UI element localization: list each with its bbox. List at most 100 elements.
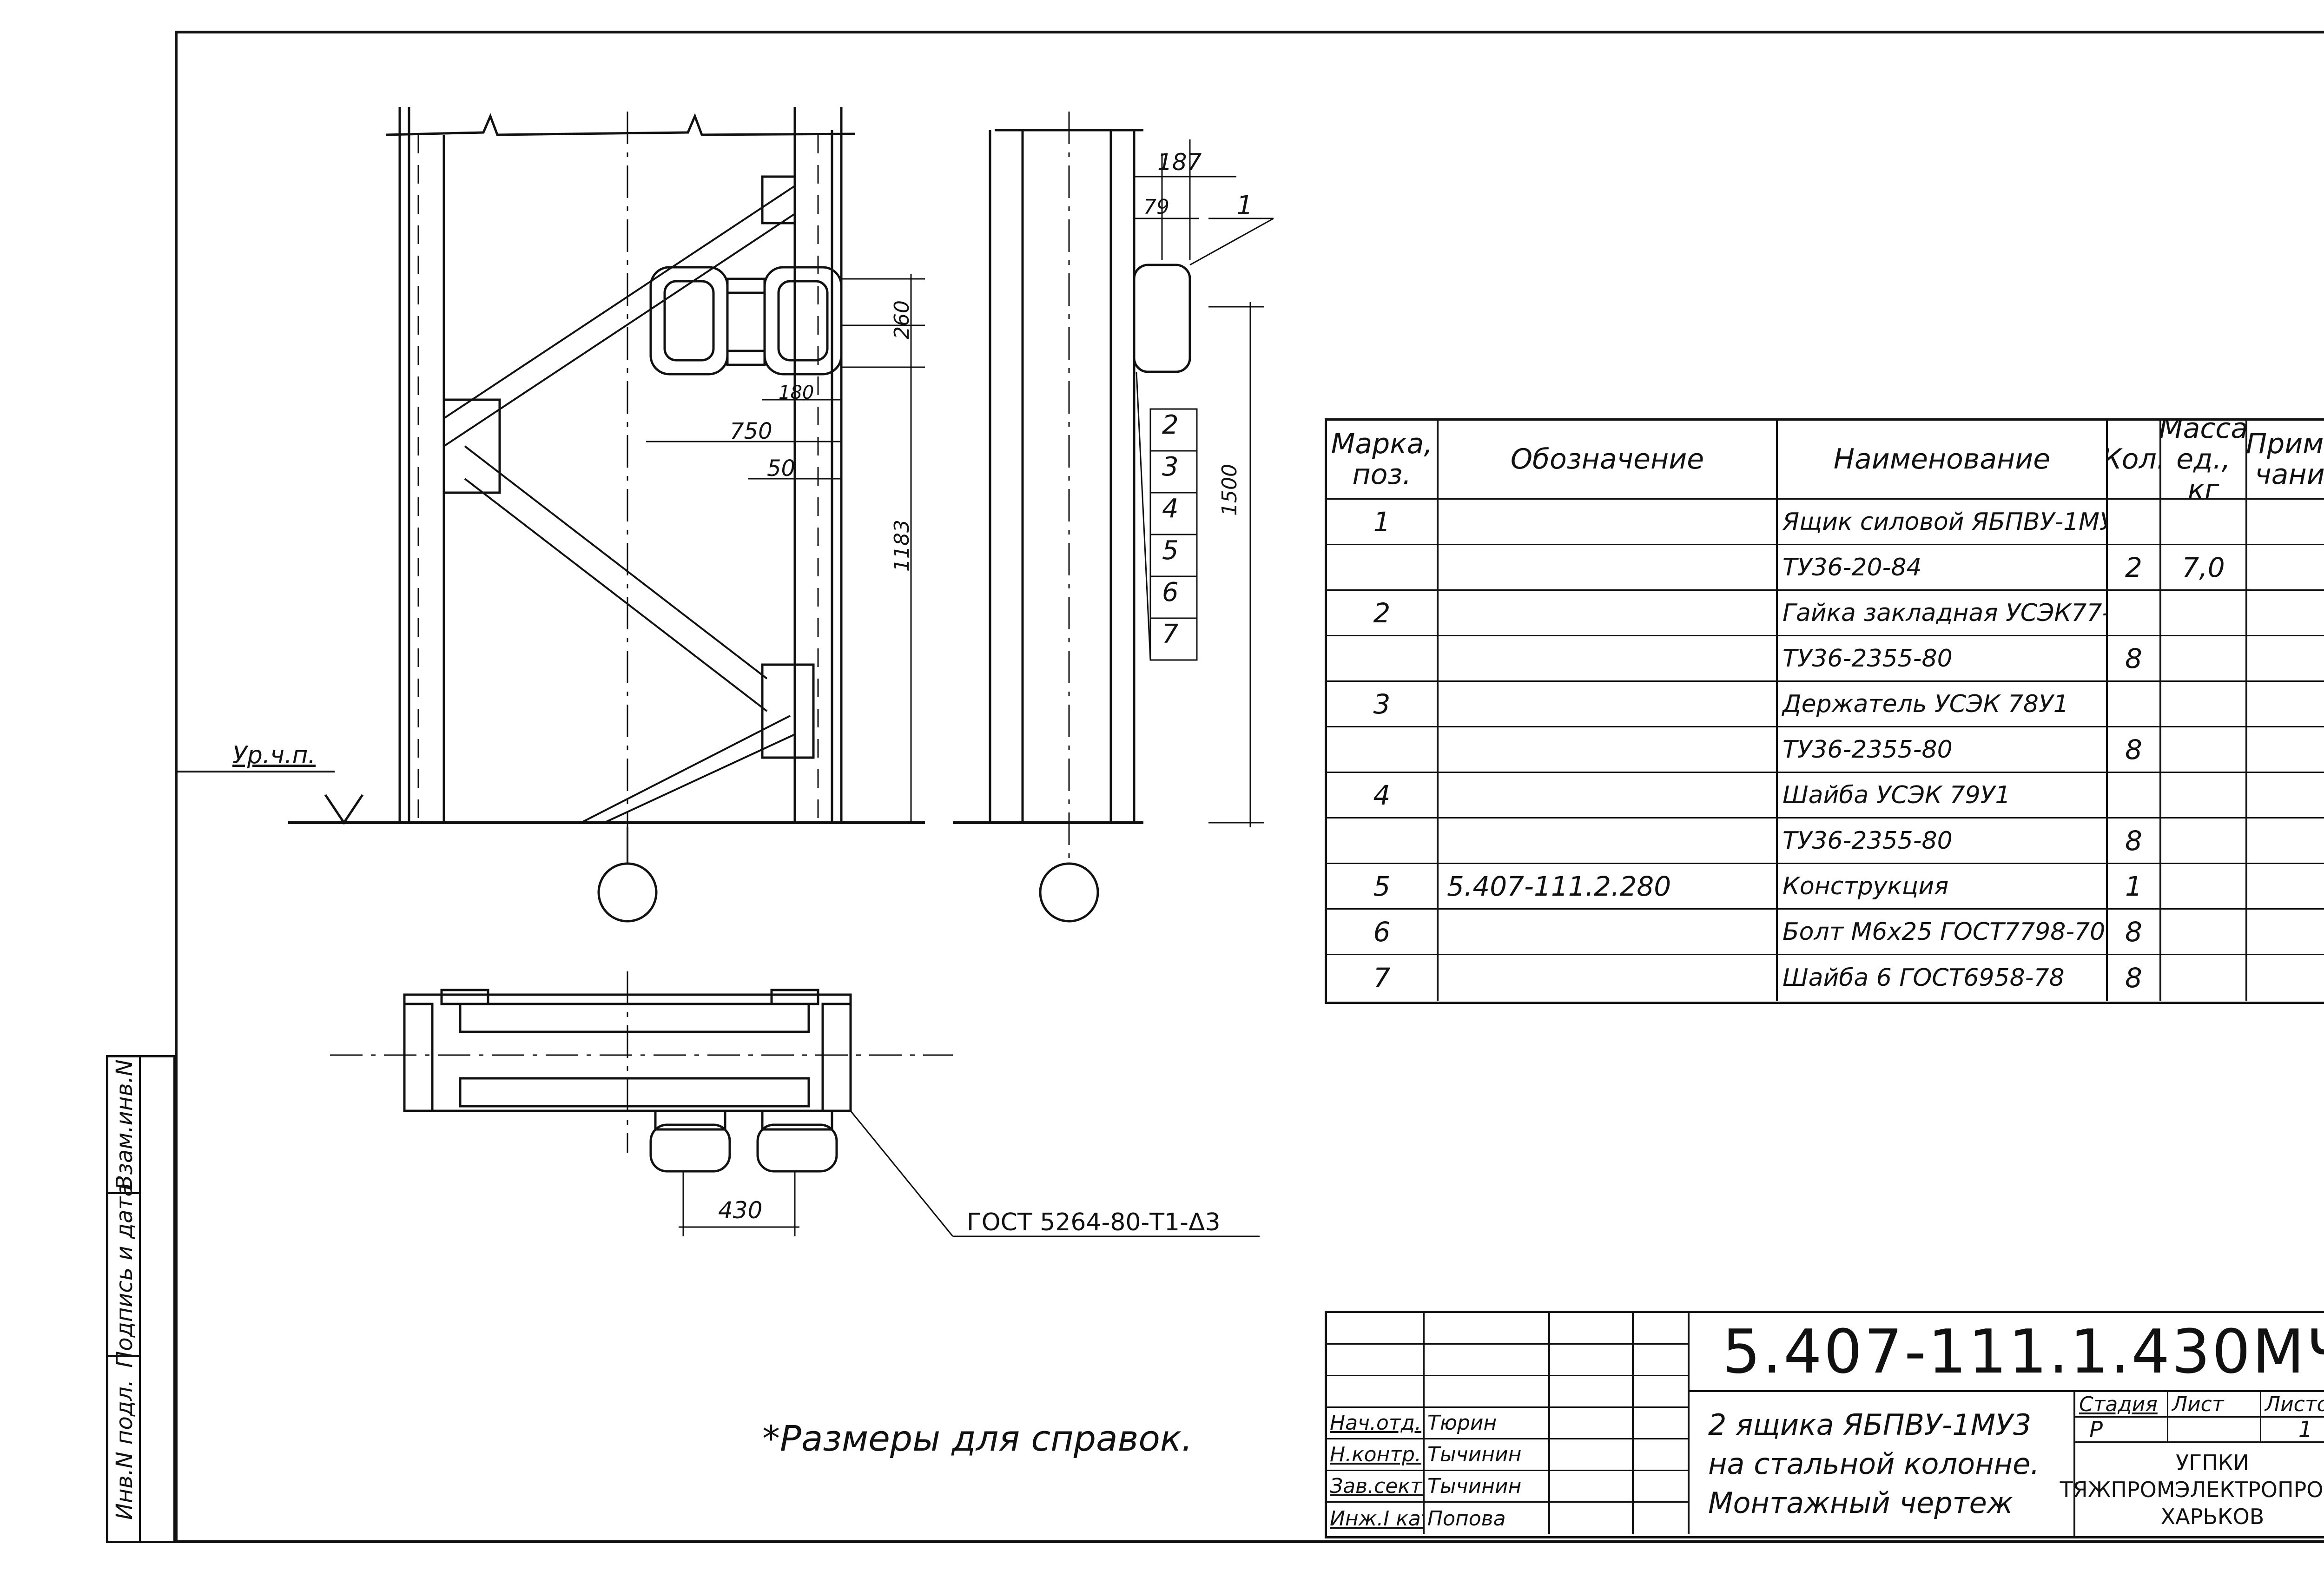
- sheet-header: Лист: [2168, 1392, 2261, 1418]
- spec-cell-name: Шайба 6 ГОСТ6958-78: [1778, 955, 2108, 1001]
- spec-cell-note: [2247, 636, 2324, 682]
- description-line: на стальной колонне.: [1708, 1447, 2040, 1481]
- spec-cell-designation: [1439, 500, 1778, 545]
- organization: УГПКИТЯЖПРОМЭЛЕКТРОПРОЕКТХАРЬКОВ: [2060, 1443, 2324, 1536]
- organization-line: ХАРЬКОВ: [2160, 1504, 2265, 1529]
- spec-cell-note: [2247, 545, 2324, 591]
- signature-grid-cell: [1425, 1313, 1550, 1345]
- spec-cell-qty: 8: [2108, 727, 2161, 773]
- signature-grid-cell: [1550, 1439, 1634, 1471]
- spec-cell-qty: 8: [2108, 636, 2161, 682]
- callout-5: 5: [1162, 535, 1179, 566]
- dimension-50: 50: [767, 455, 796, 482]
- description-line: 2 ящика ЯБПВУ-1МУ3: [1708, 1408, 2032, 1442]
- signature-role: Н.контр.: [1327, 1439, 1425, 1471]
- signature-grid-cell: [1550, 1345, 1634, 1376]
- spec-cell-mark: [1327, 819, 1439, 864]
- signature-grid-cell: [1550, 1408, 1634, 1439]
- spec-cell-designation: [1439, 727, 1778, 773]
- dimension-187: 187: [1157, 149, 1202, 176]
- spec-cell-mass: [2161, 910, 2247, 955]
- signature-name: Тычинин: [1425, 1439, 1550, 1471]
- dimension-1500: 1500: [1218, 464, 1241, 516]
- weld-note: ГОСТ 5264-80-Т1-Δ3: [967, 1208, 1221, 1236]
- side-stamp-label: Взам.инв.N: [112, 1059, 138, 1190]
- sheets-value: 1: [2261, 1418, 2324, 1443]
- callout-1: 1: [1236, 191, 1253, 221]
- drawing-description: 2 ящика ЯБПВУ-1МУ3 на стальной колонне. Мо…: [1690, 1392, 2075, 1536]
- spec-cell-qty: [2108, 773, 2161, 819]
- spec-cell-designation: 5.407-111.2.280: [1439, 864, 1778, 910]
- sheets-header: Листов: [2261, 1392, 2324, 1418]
- sheet-value: [2168, 1418, 2261, 1443]
- stage-value: Р: [2075, 1418, 2168, 1443]
- spec-cell-name: Держатель УСЭК 78У1: [1778, 682, 2108, 727]
- spec-cell-name: Конструкция: [1778, 864, 2108, 910]
- spec-cell-mark: 4: [1327, 773, 1439, 819]
- signature-grid-cell: [1550, 1471, 1634, 1503]
- spec-cell-note: [2247, 955, 2324, 1001]
- dimension-180: 180: [779, 382, 814, 403]
- spec-cell-designation: [1439, 910, 1778, 955]
- description-line: Монтажный чертеж: [1708, 1486, 2013, 1520]
- spec-cell-mark: 2: [1327, 591, 1439, 636]
- spec-cell-mark: 5: [1327, 864, 1439, 910]
- organization-line: УГПКИ: [2176, 1450, 2249, 1475]
- signature-name: Попова: [1425, 1503, 1550, 1534]
- signature-grid-cell: [1550, 1503, 1634, 1534]
- spec-cell-qty: 1: [2108, 864, 2161, 910]
- spec-cell-designation: [1439, 591, 1778, 636]
- spec-cell-qty: 8: [2108, 819, 2161, 864]
- spec-cell-mass: [2161, 819, 2247, 864]
- spec-cell-note: [2247, 727, 2324, 773]
- spec-header-designation: Обозначение: [1439, 421, 1778, 500]
- spec-cell-mark: 3: [1327, 682, 1439, 727]
- signature-grid-cell: [1327, 1376, 1425, 1408]
- signature-name: Тычинин: [1425, 1471, 1550, 1503]
- spec-cell-name: ТУ36-2355-80: [1778, 636, 2108, 682]
- spec-cell-qty: 8: [2108, 955, 2161, 1001]
- spec-cell-mark: [1327, 636, 1439, 682]
- spec-header-name: Наименование: [1778, 421, 2108, 500]
- spec-cell-mass: [2161, 773, 2247, 819]
- side-stamp-cell: Инв.N подл.: [108, 1355, 141, 1541]
- organization-line: ТЯЖПРОМЭЛЕКТРОПРОЕКТ: [2060, 1477, 2324, 1502]
- dimension-260: 260: [890, 300, 914, 339]
- signature-grid-cell: [1550, 1313, 1634, 1345]
- spec-cell-note: [2247, 682, 2324, 727]
- callout-2: 2: [1162, 410, 1179, 440]
- drawing-frame: [175, 31, 2324, 1543]
- spec-cell-mark: 6: [1327, 910, 1439, 955]
- stage-header: Стадия: [2075, 1392, 2168, 1418]
- spec-cell-mark: [1327, 727, 1439, 773]
- spec-cell-note: [2247, 591, 2324, 636]
- callout-4: 4: [1162, 494, 1179, 524]
- signature-grid-cell: [1634, 1439, 1690, 1471]
- spec-cell-mass: [2161, 955, 2247, 1001]
- spec-cell-mass: [2161, 636, 2247, 682]
- callout-7: 7: [1162, 619, 1179, 649]
- spec-cell-note: [2247, 773, 2324, 819]
- signature-grid-cell: [1634, 1408, 1690, 1439]
- side-stamp-label: Подпись и дата: [112, 1183, 138, 1368]
- specification-table: Марка, поз.ОбозначениеНаименованиеКол.Ма…: [1325, 418, 2324, 1004]
- signature-grid-cell: [1634, 1345, 1690, 1376]
- spec-header-qty: Кол.: [2108, 421, 2161, 500]
- spec-cell-qty: [2108, 591, 2161, 636]
- spec-cell-note: [2247, 910, 2324, 955]
- signature-grid-cell: [1425, 1376, 1550, 1408]
- signature-grid-cell: [1327, 1313, 1425, 1345]
- spec-cell-mark: 1: [1327, 500, 1439, 545]
- signature-grid-cell: [1634, 1471, 1690, 1503]
- spec-cell-mass: [2161, 500, 2247, 545]
- signature-role: Нач.отд.: [1327, 1408, 1425, 1439]
- dimension-430: 430: [718, 1197, 763, 1224]
- signature-grid-cell: [1550, 1376, 1634, 1408]
- spec-cell-name: ТУ36-2355-80: [1778, 819, 2108, 864]
- signature-grid-cell: [1634, 1503, 1690, 1534]
- spec-header-mass: Масса ед., кг: [2161, 421, 2247, 500]
- callout-6: 6: [1162, 577, 1179, 607]
